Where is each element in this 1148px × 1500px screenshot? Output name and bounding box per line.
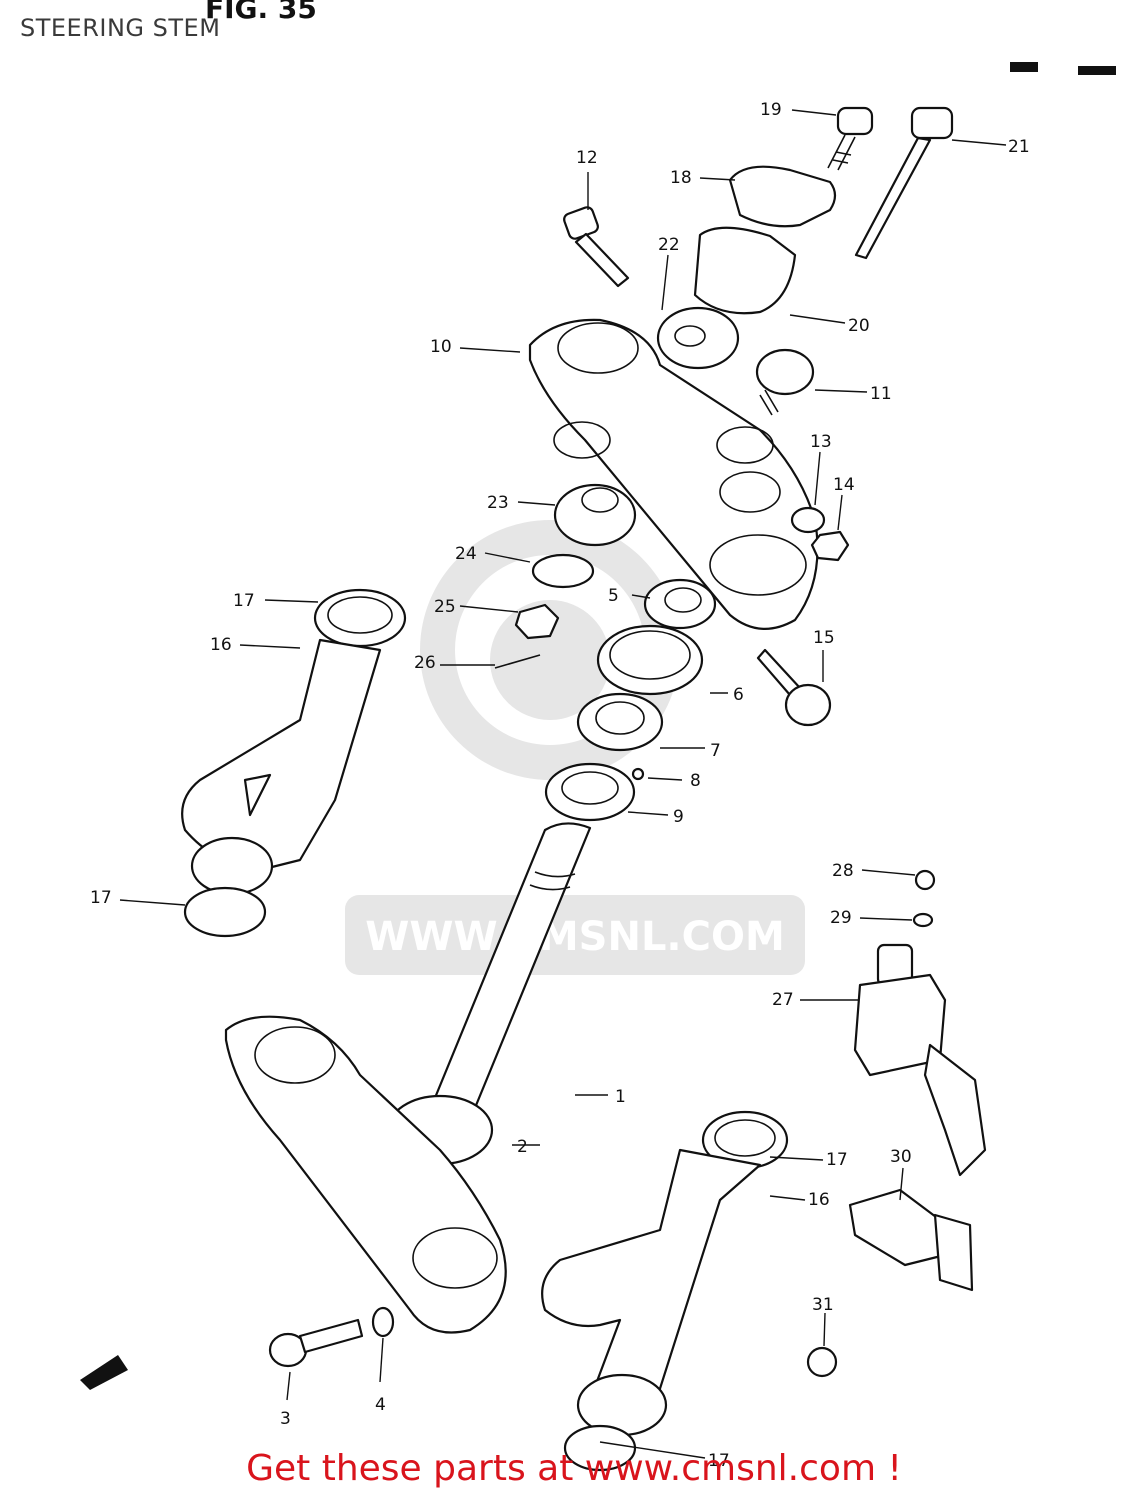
part-3-bolt bbox=[268, 1318, 364, 1368]
part-13-washer bbox=[790, 506, 826, 534]
part-26-cotter-pin bbox=[494, 654, 541, 669]
part-30-steering-lock bbox=[848, 1188, 974, 1292]
callout-23: 23 bbox=[487, 493, 509, 513]
part-22-cap bbox=[656, 306, 740, 370]
callout-4: 4 bbox=[375, 1395, 386, 1415]
callout-1: 1 bbox=[615, 1087, 626, 1107]
callout-29: 29 bbox=[830, 908, 852, 928]
callout-13: 13 bbox=[810, 432, 832, 452]
callout-17-lower-left: 17 bbox=[90, 888, 112, 908]
callout-26: 26 bbox=[414, 653, 436, 673]
callout-21: 21 bbox=[1008, 137, 1030, 157]
part-11-bolt bbox=[755, 348, 815, 416]
part-24-washer bbox=[531, 553, 595, 589]
callout-14: 14 bbox=[833, 475, 855, 495]
part-1-steering-stem bbox=[224, 822, 592, 1334]
callout-7: 7 bbox=[710, 741, 721, 761]
callout-30: 30 bbox=[890, 1147, 912, 1167]
callout-19: 19 bbox=[760, 100, 782, 120]
callout-17-upper-left: 17 bbox=[233, 591, 255, 611]
part-14-nut bbox=[810, 530, 850, 562]
right-headlamp-bracket bbox=[541, 1110, 789, 1472]
callout-8: 8 bbox=[690, 771, 701, 791]
callout-27: 27 bbox=[772, 990, 794, 1010]
callout-17-upper-right: 17 bbox=[826, 1150, 848, 1170]
callout-12: 12 bbox=[576, 148, 598, 168]
corner-mark bbox=[1078, 66, 1116, 75]
part-31-clip bbox=[806, 1346, 838, 1378]
part-6-bearing-race bbox=[596, 624, 704, 696]
part-18-holder-cap bbox=[728, 165, 837, 228]
part-15-bolt bbox=[756, 648, 832, 727]
callout-5: 5 bbox=[608, 586, 619, 606]
callout-9: 9 bbox=[673, 807, 684, 827]
part-23-seal bbox=[553, 483, 637, 547]
part-5-nut bbox=[643, 578, 717, 630]
part-20-lower-holder bbox=[693, 226, 797, 315]
part-4-washer bbox=[371, 1306, 395, 1338]
corner-mark bbox=[1010, 62, 1038, 72]
callout-16-right: 16 bbox=[808, 1190, 830, 1210]
part-19-bolt bbox=[827, 106, 874, 171]
part-12-bolt bbox=[563, 206, 630, 288]
callout-2: 2 bbox=[517, 1137, 528, 1157]
part-27-ignition-switch bbox=[853, 869, 987, 1177]
callout-16-left: 16 bbox=[210, 635, 232, 655]
page-title: STEERING STEM bbox=[20, 14, 221, 42]
callout-15: 15 bbox=[813, 628, 835, 648]
watermark-url: WWW.CMSNL.COM bbox=[365, 914, 785, 960]
callout-18: 18 bbox=[670, 168, 692, 188]
part-25-nut bbox=[514, 603, 560, 640]
leader-lines bbox=[119, 109, 1007, 1459]
left-headlamp-bracket bbox=[181, 588, 407, 938]
callout-6: 6 bbox=[733, 685, 744, 705]
part-7-bearing-race bbox=[576, 692, 664, 752]
callout-11: 11 bbox=[870, 384, 892, 404]
part-8-steel-ball bbox=[631, 767, 645, 781]
callout-labels: 1 2 3 4 5 6 7 8 9 10 11 12 13 14 15 16 1… bbox=[90, 100, 1030, 1471]
callout-28: 28 bbox=[832, 861, 854, 881]
callout-31: 31 bbox=[812, 1295, 834, 1315]
callout-20: 20 bbox=[848, 316, 870, 336]
callout-24: 24 bbox=[455, 544, 477, 564]
callout-10: 10 bbox=[430, 337, 452, 357]
promo-link[interactable]: Get these parts at www.cmsnl.com ! bbox=[246, 1448, 902, 1489]
figure-reference: FIG. 35 bbox=[205, 0, 317, 25]
callout-17-lower-right: 17 bbox=[708, 1451, 730, 1471]
callout-3: 3 bbox=[280, 1409, 291, 1429]
part-21-long-bolt bbox=[854, 106, 954, 260]
callout-22: 22 bbox=[658, 235, 680, 255]
front-arrow-icon bbox=[80, 1355, 128, 1390]
callout-25: 25 bbox=[434, 597, 456, 617]
